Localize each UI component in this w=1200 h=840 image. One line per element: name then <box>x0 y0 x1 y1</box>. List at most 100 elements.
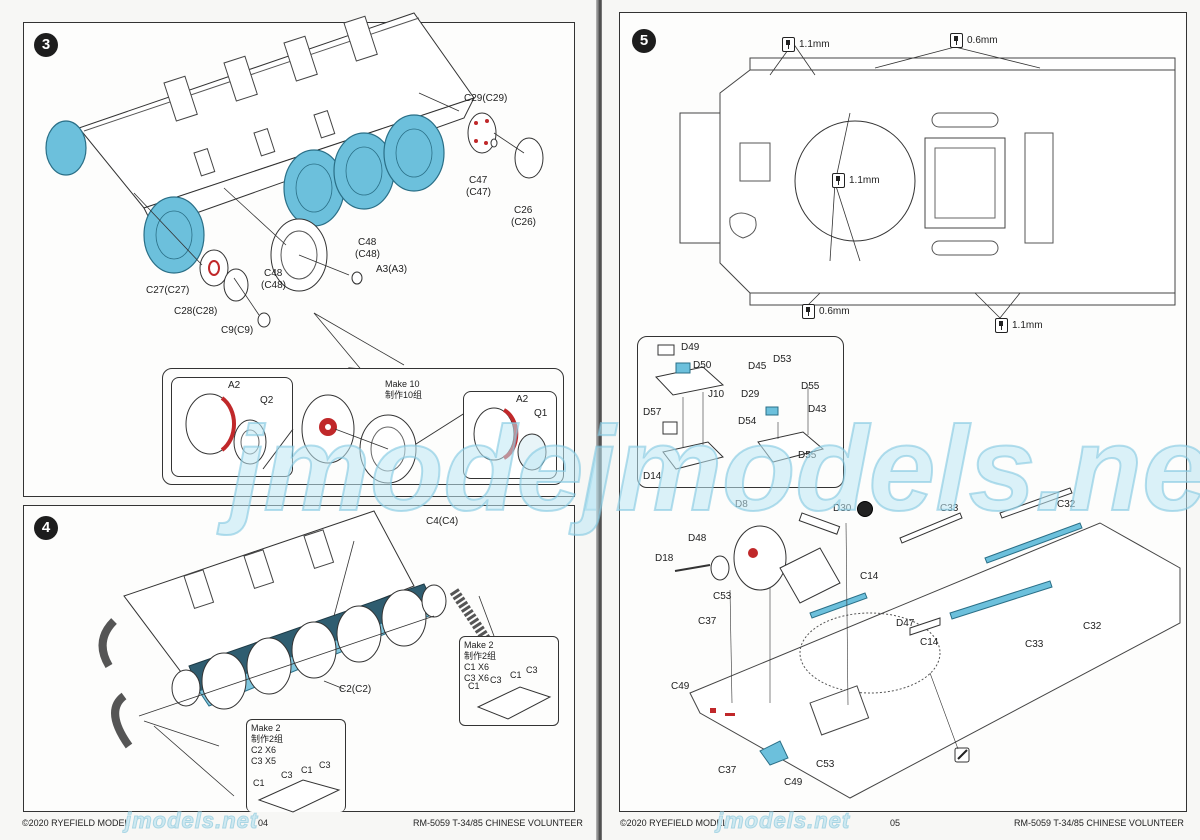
part-label: A2 <box>228 380 241 391</box>
footer-watermark: jmodels.net <box>716 808 851 834</box>
part-label: (C47) <box>466 187 492 198</box>
part-label: D29 <box>741 389 760 400</box>
drill-icon <box>802 304 815 319</box>
note-line: 制作2组 <box>464 651 497 661</box>
part-label: D53 <box>773 354 792 365</box>
part-label: C49 <box>784 777 803 788</box>
part-label: D43 <box>808 404 827 415</box>
part-label: J10 <box>708 389 725 400</box>
part-label: C49 <box>671 681 690 692</box>
tyre-rim-drawing <box>185 393 267 465</box>
part-label: C47 <box>469 175 488 186</box>
note-line: C3 X5 <box>251 756 277 766</box>
note-line: C3 X6 <box>464 673 490 683</box>
part-label: D54 <box>738 416 757 427</box>
drill-mark: 1.1mm <box>995 318 1043 333</box>
footer-copyright: ©2020 RYEFIELD MODEL <box>620 818 728 828</box>
part-label: C14 <box>860 571 879 582</box>
part-label: C53 <box>816 759 835 770</box>
hull-suspension-drawing <box>45 12 544 374</box>
part-label: A2 <box>516 394 529 405</box>
callout-note: Make 10 制作10组 <box>385 379 422 401</box>
track-link-drawing <box>257 779 341 813</box>
note-line: 制作10组 <box>385 390 423 400</box>
part-label: C29(C29) <box>464 93 508 104</box>
glue-icon <box>857 501 873 517</box>
drill-size: 0.6mm <box>967 35 998 46</box>
drill-size: 1.1mm <box>849 175 880 186</box>
callout-make-10: A2 Q2 Make 10 制作10组 <box>162 368 564 485</box>
drill-mark: 0.6mm <box>802 304 850 319</box>
track-callout-make-2-right: Make 2 制作2组 C1 X6 C3 X6 C1 C3 C1 C3 <box>459 636 559 726</box>
footer-watermark: jmodels.net <box>124 808 259 834</box>
part-label: C27(C27) <box>146 285 190 296</box>
part-label: D14 <box>643 471 662 482</box>
callout-note: Make 2 制作2组 C1 X6 C3 X6 <box>464 640 496 684</box>
track-callout-make-2-bottom: Make 2 制作2组 C2 X6 C3 X5 C1 C3 C1 C3 <box>246 719 346 813</box>
part-label: D57 <box>643 407 662 418</box>
callout-note: Make 2 制作2组 C2 X6 C3 X5 <box>251 723 283 767</box>
part-label: C1 <box>468 681 480 691</box>
part-label: D45 <box>748 361 767 372</box>
part-label: C2(C2) <box>339 684 372 695</box>
drill-icon <box>995 318 1008 333</box>
footer-page-number: 05 <box>890 818 901 828</box>
part-label: C37 <box>698 616 717 627</box>
footer-page-number: 04 <box>258 818 269 828</box>
part-label: Q1 <box>534 408 548 419</box>
part-label: C32 <box>1083 621 1102 632</box>
part-label: C1 <box>253 778 265 788</box>
note-line: C1 X6 <box>464 662 490 672</box>
note-line: 制作2组 <box>251 734 284 744</box>
step-number-badge: 5 <box>632 29 656 53</box>
driver-controls-inset: D49 D50 J10 D57 D14 D45 D53 D29 D55 D54 … <box>637 336 844 488</box>
page-05: 5 <box>581 0 1200 840</box>
drill-mark: 1.1mm <box>782 37 830 52</box>
page-gutter <box>596 0 604 840</box>
part-label: A3(A3) <box>376 264 408 275</box>
road-wheel-assembly-drawing <box>262 394 469 484</box>
footer-product: RM-5059 T-34/85 CHINESE VOLUNTEER <box>1014 818 1184 828</box>
part-label: C33 <box>1025 639 1044 650</box>
step-number-badge: 3 <box>34 33 58 57</box>
part-label: C1 <box>301 765 313 775</box>
note-line: C2 X6 <box>251 745 277 755</box>
part-label: C32 <box>1057 499 1076 510</box>
note-line: Make 10 <box>385 379 420 389</box>
part-label: D55 <box>798 450 817 461</box>
footer-copyright: ©2020 RYEFIELD MODEL <box>22 818 130 828</box>
part-label: C9(C9) <box>221 325 254 336</box>
part-label: (C26) <box>511 217 537 228</box>
part-label: C3 <box>319 760 331 770</box>
part-label: C3 <box>281 770 293 780</box>
part-label: D47 <box>896 618 915 629</box>
road-wheel-inner-detail: A2 Q2 <box>171 377 293 477</box>
part-label: C4(C4) <box>426 516 459 527</box>
part-label: C26 <box>514 205 533 216</box>
part-label: C28(C28) <box>174 306 218 317</box>
drill-size: 1.1mm <box>799 39 830 50</box>
part-label: D30 <box>833 503 852 514</box>
part-label: D18 <box>655 553 674 564</box>
inset-parts-drawing <box>655 344 825 470</box>
step-5-panel: 5 <box>619 12 1187 812</box>
lower-hull-assembly-drawing <box>674 487 1181 799</box>
step-4-panel: 4 <box>23 505 575 813</box>
part-label: (C48) <box>355 249 381 260</box>
drill-icon <box>950 33 963 48</box>
part-label: D48 <box>688 533 707 544</box>
part-label: C3 <box>526 665 538 675</box>
part-label: C48 <box>264 268 283 279</box>
step-3-panel: 3 <box>23 12 575 497</box>
part-label: (C48) <box>261 280 287 291</box>
drill-mark: 0.6mm <box>950 33 998 48</box>
drill-size: 0.6mm <box>819 306 850 317</box>
drill-icon <box>782 37 795 52</box>
page-04: 3 <box>0 0 898 840</box>
note-line: Make 2 <box>464 640 494 650</box>
part-label: D8 <box>735 499 748 510</box>
part-label: C33 <box>940 503 959 514</box>
part-label: D55 <box>801 381 820 392</box>
part-label: Q2 <box>260 395 274 406</box>
part-label: C37 <box>718 765 737 776</box>
